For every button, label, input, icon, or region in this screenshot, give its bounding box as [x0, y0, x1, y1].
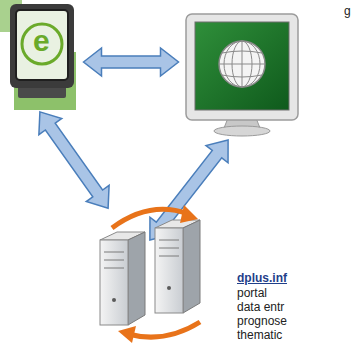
fragment-letter: g — [344, 4, 351, 18]
item-label: data entr — [237, 300, 284, 314]
server-pair — [100, 205, 200, 343]
double-arrow — [28, 48, 239, 249]
item-label: thematic — [237, 328, 282, 342]
logo-letter: e — [33, 26, 50, 56]
item-label: prognose — [237, 314, 287, 328]
item-label: portal — [237, 286, 267, 300]
link-label: dplus.inf — [237, 271, 287, 285]
flat-monitor — [186, 14, 298, 136]
crt-monitor — [10, 4, 74, 98]
